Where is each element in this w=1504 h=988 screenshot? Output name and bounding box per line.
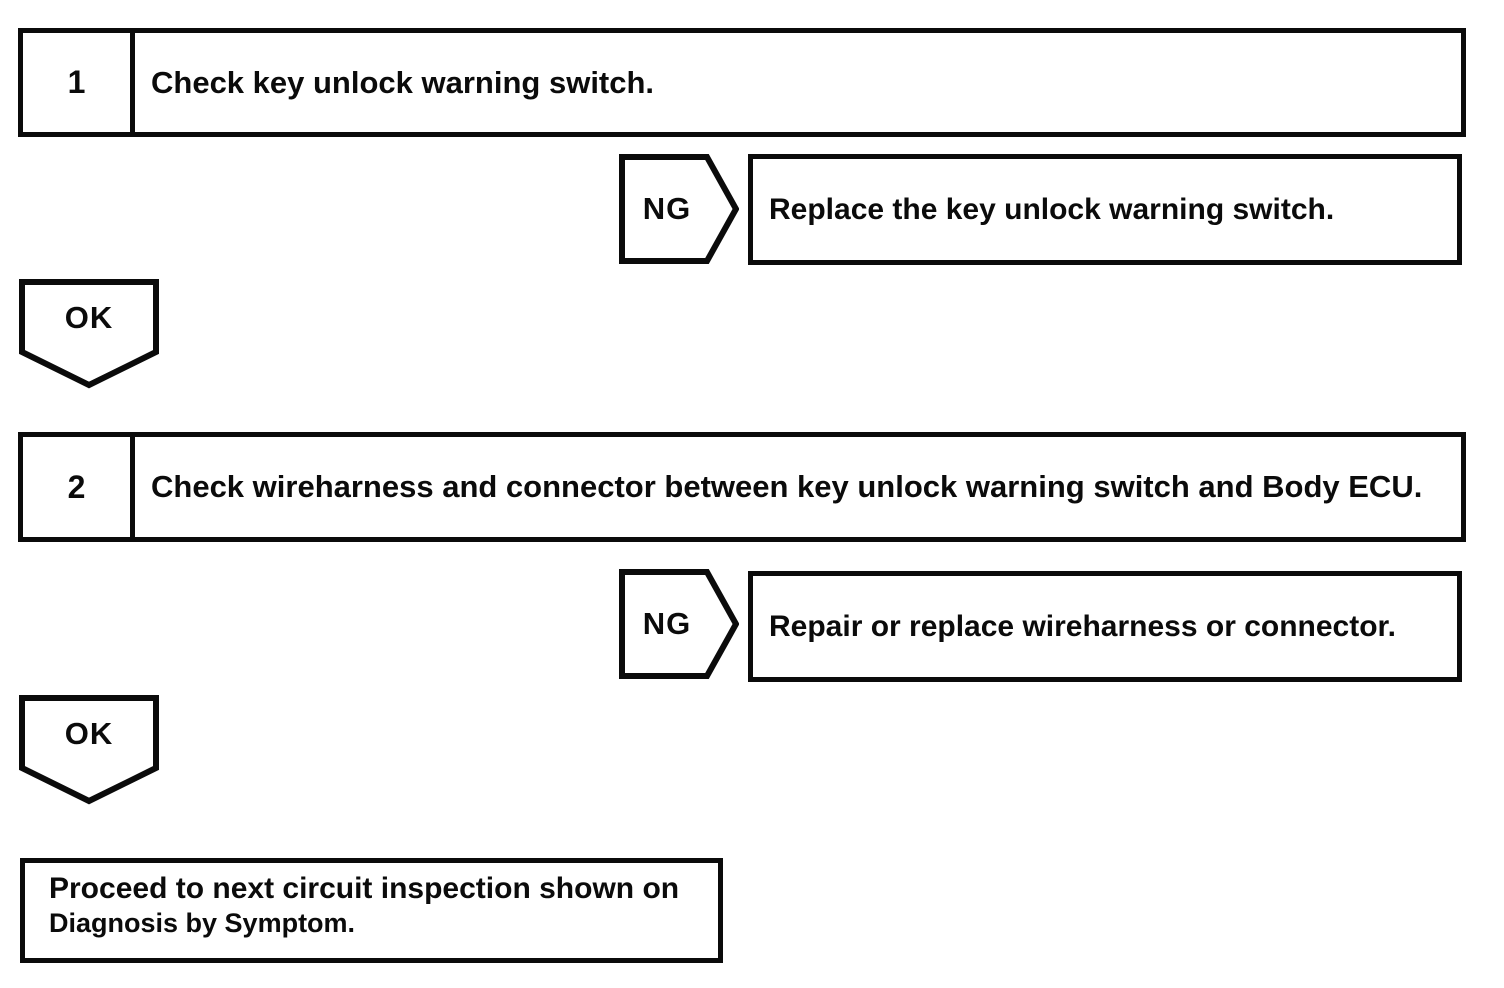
step-1-instruction: Check key unlock warning switch. xyxy=(151,64,655,100)
ok-pentagon-shape xyxy=(19,695,159,805)
step-1-box: 1 Check key unlock warning switch. xyxy=(18,28,1466,137)
step-2-box: 2 Check wireharness and connector betwee… xyxy=(18,432,1466,542)
ng-action-text-step-1: Replace the key unlock warning switch. xyxy=(769,192,1335,226)
ok-arrow-icon-step-2: OK xyxy=(19,695,159,805)
ng-label-step-1: NG xyxy=(642,191,692,226)
ng-action-box-step-1: Replace the key unlock warning switch. xyxy=(748,154,1462,265)
step-2-number: 2 xyxy=(23,437,135,537)
ng-pentagon-shape xyxy=(619,154,739,264)
ng-pentagon-shape xyxy=(619,569,739,679)
terminal-box: Proceed to next circuit inspection shown… xyxy=(20,858,723,963)
ng-arrow-icon-step-2: NG xyxy=(619,569,739,679)
terminal-line-1: Proceed to next circuit inspection shown… xyxy=(49,872,680,905)
ok-pentagon-shape xyxy=(19,279,159,389)
ok-arrow-icon-step-1: OK xyxy=(19,279,159,389)
step-2-instruction: Check wireharness and connector between … xyxy=(151,469,1423,505)
ng-arrow-icon-step-1: NG xyxy=(619,154,739,264)
ok-label-step-1: OK xyxy=(64,300,114,335)
terminal-line-2: Diagnosis by Symptom. xyxy=(49,907,356,938)
ok-label-step-2: OK xyxy=(64,716,114,751)
step-1-number: 1 xyxy=(23,33,135,132)
ng-action-text-step-2: Repair or replace wireharness or connect… xyxy=(769,609,1396,643)
ng-action-box-step-2: Repair or replace wireharness or connect… xyxy=(748,571,1462,682)
ng-label-step-2: NG xyxy=(642,606,692,641)
